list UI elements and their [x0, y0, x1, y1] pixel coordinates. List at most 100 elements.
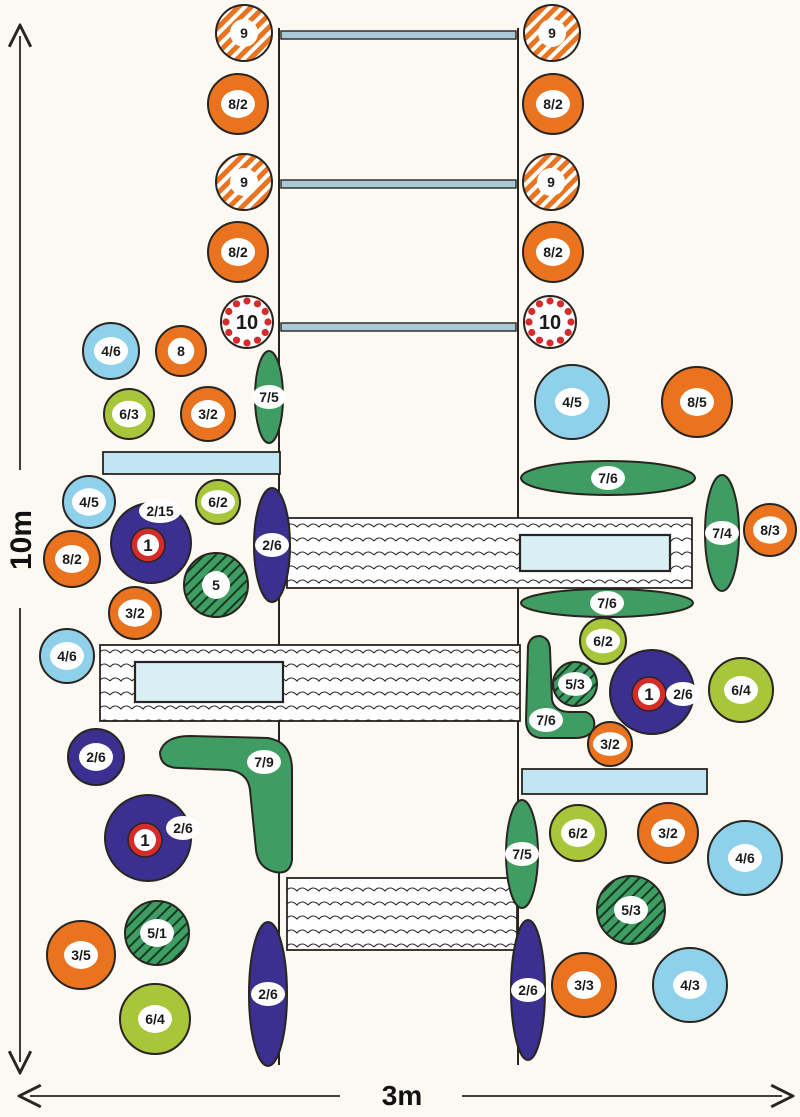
plant-code-label: 6/2 [593, 633, 613, 649]
label-disc [167, 337, 195, 365]
plant-code-label: 4/6 [735, 850, 755, 866]
label-disc [94, 337, 128, 365]
plant-lime: 6/4 [119, 983, 191, 1055]
label-disc [55, 545, 89, 573]
plant-dot [535, 300, 544, 308]
shrub-green: 7/6 [520, 588, 694, 618]
plant-code-label: 8/2 [228, 96, 248, 112]
plant-hatch: 5/3 [596, 875, 666, 945]
plant-dot [528, 307, 536, 316]
plant-code-label: 8/2 [543, 244, 563, 260]
plant-blue: 4/5 [62, 475, 116, 529]
plant-code-label: 9 [548, 25, 556, 41]
plant-orange: 8/2 [43, 530, 101, 588]
label-disc [64, 941, 98, 969]
plant-orange: 3/2 [587, 721, 633, 767]
feature-plant: 12/15 [110, 499, 192, 584]
plant-dot [232, 336, 241, 344]
label-disc [50, 642, 84, 670]
label-disc [680, 388, 714, 416]
label-disc [511, 978, 545, 1002]
plant-hatch: 5/3 [552, 661, 598, 707]
plant-orange: 3/5 [46, 920, 116, 990]
plant-blue: 4/5 [534, 364, 610, 440]
feature-plant-center [134, 829, 156, 851]
water-channel [521, 768, 708, 795]
step-rail [280, 322, 517, 332]
l-shrub-group: 7/9 7/6 [158, 634, 596, 874]
l-shrub: 7/6 [524, 634, 596, 739]
step-rail [280, 179, 517, 189]
label-disc [593, 732, 627, 756]
plant-code-label: 5/1 [147, 925, 167, 941]
plant-code-label: 6/3 [119, 406, 139, 422]
width-dimension: 3m [30, 1080, 782, 1111]
plant-code-label: 5 [212, 577, 220, 593]
plant-dot [535, 336, 544, 344]
plant-orange: 3/3 [551, 952, 617, 1018]
plant-code-label: 8/2 [62, 551, 82, 567]
label-disc [561, 819, 595, 847]
plant-code-label: 4/3 [680, 977, 700, 993]
plant-code-label: 3/2 [658, 825, 678, 841]
plant-lime: 6/2 [579, 617, 627, 665]
label-disc [614, 896, 648, 924]
plant-orange: 3/2 [637, 802, 699, 864]
plant-dot [567, 318, 575, 326]
label-disc [166, 816, 200, 840]
plant-orange: 3/2 [180, 386, 236, 442]
label-disc [139, 499, 181, 523]
water-channel [102, 451, 281, 475]
plant-code-label: 2/6 [518, 982, 538, 998]
plant-code-label: 3/5 [71, 947, 91, 963]
plant-code-label: 2/6 [262, 537, 282, 553]
label-disc [666, 682, 700, 706]
plant-dot [243, 297, 251, 305]
label-disc [191, 400, 225, 428]
plant-code-label: 9 [547, 174, 555, 190]
plant-code-label: 8 [177, 343, 185, 359]
plant-code-label: 8/2 [228, 244, 248, 260]
label-disc [505, 842, 539, 866]
label-disc [651, 819, 685, 847]
plant-orange: 8/2 [522, 73, 584, 135]
plant-code-label: 7/9 [254, 754, 274, 770]
plant-blue: 4/3 [652, 947, 728, 1023]
feature-plant-center [137, 534, 159, 556]
feature-plant: 1 2/6 [609, 649, 700, 735]
plant-dot [264, 318, 272, 326]
plant-dot [253, 336, 262, 344]
height-dimension: 10m [5, 36, 38, 1062]
plant-code-label: 3/3 [574, 977, 594, 993]
plant-code-label: 4/6 [57, 648, 77, 664]
plant-dot [222, 318, 230, 326]
feature-plant-number: 1 [644, 685, 653, 704]
plant-code-label: 2/6 [673, 686, 693, 702]
plant-code-label: 8/2 [543, 96, 563, 112]
plant-circle [523, 295, 577, 349]
plant-code-label: 8/3 [760, 522, 780, 538]
plant-lime: 6/4 [708, 657, 774, 723]
plant-orange: 8/2 [522, 221, 584, 283]
label-disc [112, 400, 146, 428]
plant-code-label: 2/6 [258, 986, 278, 1002]
label-disc [118, 599, 152, 627]
plant-code-label: 4/6 [101, 343, 121, 359]
height-label: 10m [5, 510, 38, 570]
plant-dot [528, 328, 536, 337]
plant-dot [261, 307, 269, 316]
label-disc [230, 19, 258, 47]
label-disc [558, 672, 592, 696]
plant-code-label: 7/6 [597, 595, 617, 611]
plant-dot [225, 307, 233, 316]
label-disc [590, 591, 624, 615]
plant-dot [556, 300, 565, 308]
plant-code-label: 6/4 [731, 682, 751, 698]
feature-plant: 12/6 [104, 794, 200, 882]
plant-code-label: 2/15 [146, 503, 173, 519]
plant-dot [556, 336, 565, 344]
plant-code-label: 4/5 [79, 494, 99, 510]
plant-lime: 6/3 [103, 388, 155, 440]
